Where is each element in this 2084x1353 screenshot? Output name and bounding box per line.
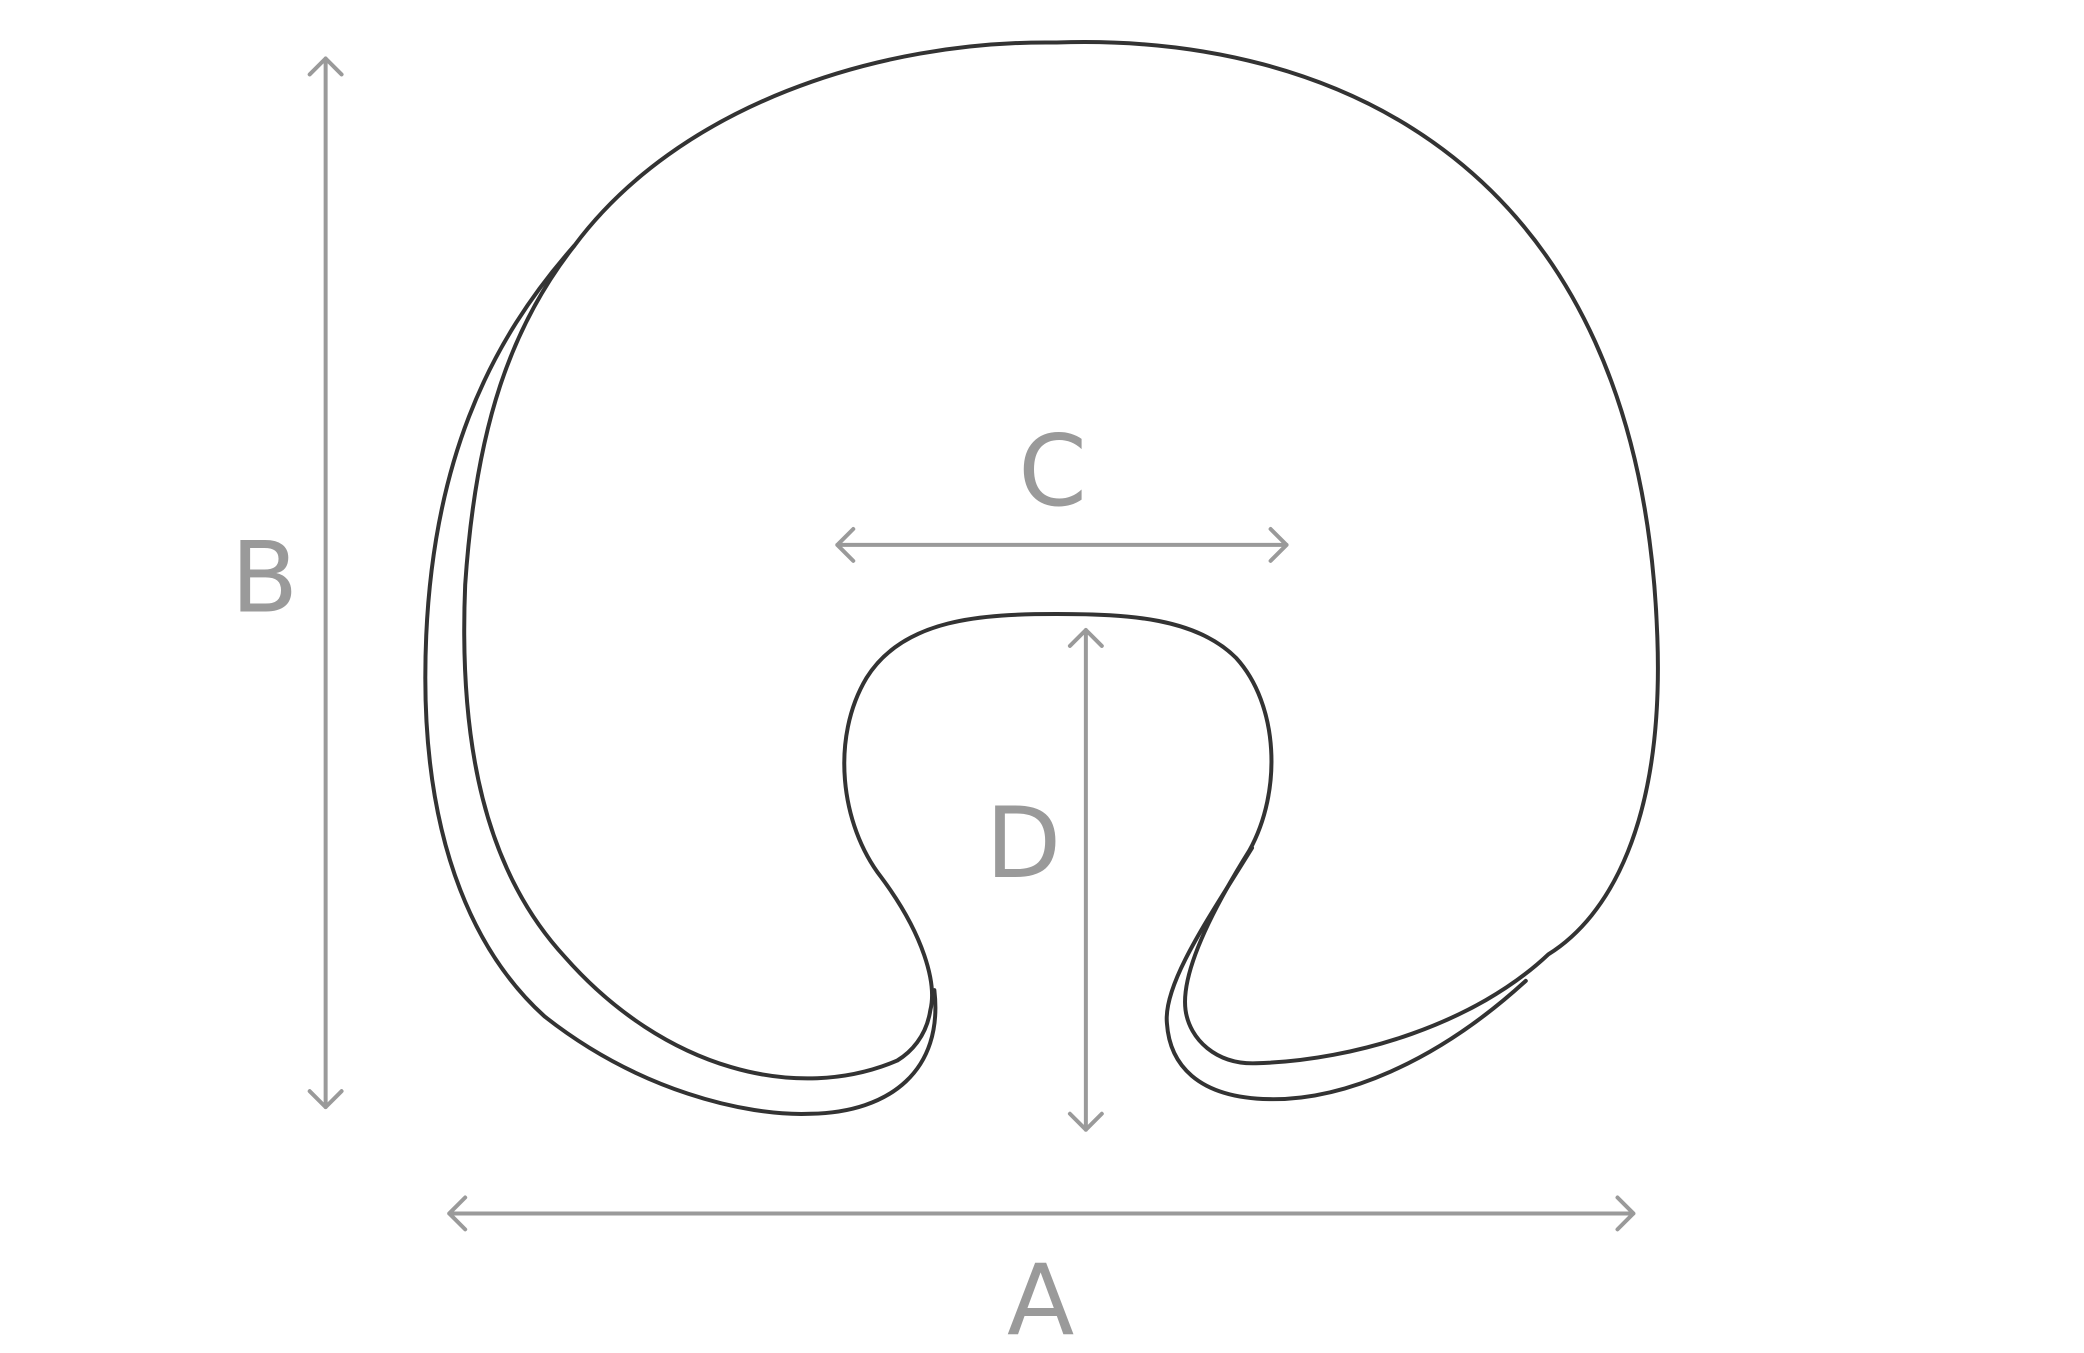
pillow-right-side (1164, 845, 1528, 1102)
dimension-b: B (231, 56, 344, 1110)
dimension-a-arrow (447, 1195, 1636, 1232)
dimension-c-arrow (835, 526, 1289, 563)
pillow-left-side (423, 243, 938, 1116)
dimension-c-label: C (1018, 415, 1087, 529)
pillow-outline (423, 40, 1660, 1116)
pillow-front-face (462, 40, 1660, 1081)
dimension-d-arrow (1067, 627, 1104, 1132)
dimension-d: D (986, 627, 1104, 1132)
dimension-d-label: D (986, 787, 1062, 901)
dimension-a: A (447, 1195, 1636, 1353)
dimension-a-label: A (1007, 1244, 1074, 1353)
dimension-c: C (835, 415, 1289, 563)
dimension-b-arrow (307, 56, 344, 1110)
dimension-b-label: B (231, 521, 298, 635)
